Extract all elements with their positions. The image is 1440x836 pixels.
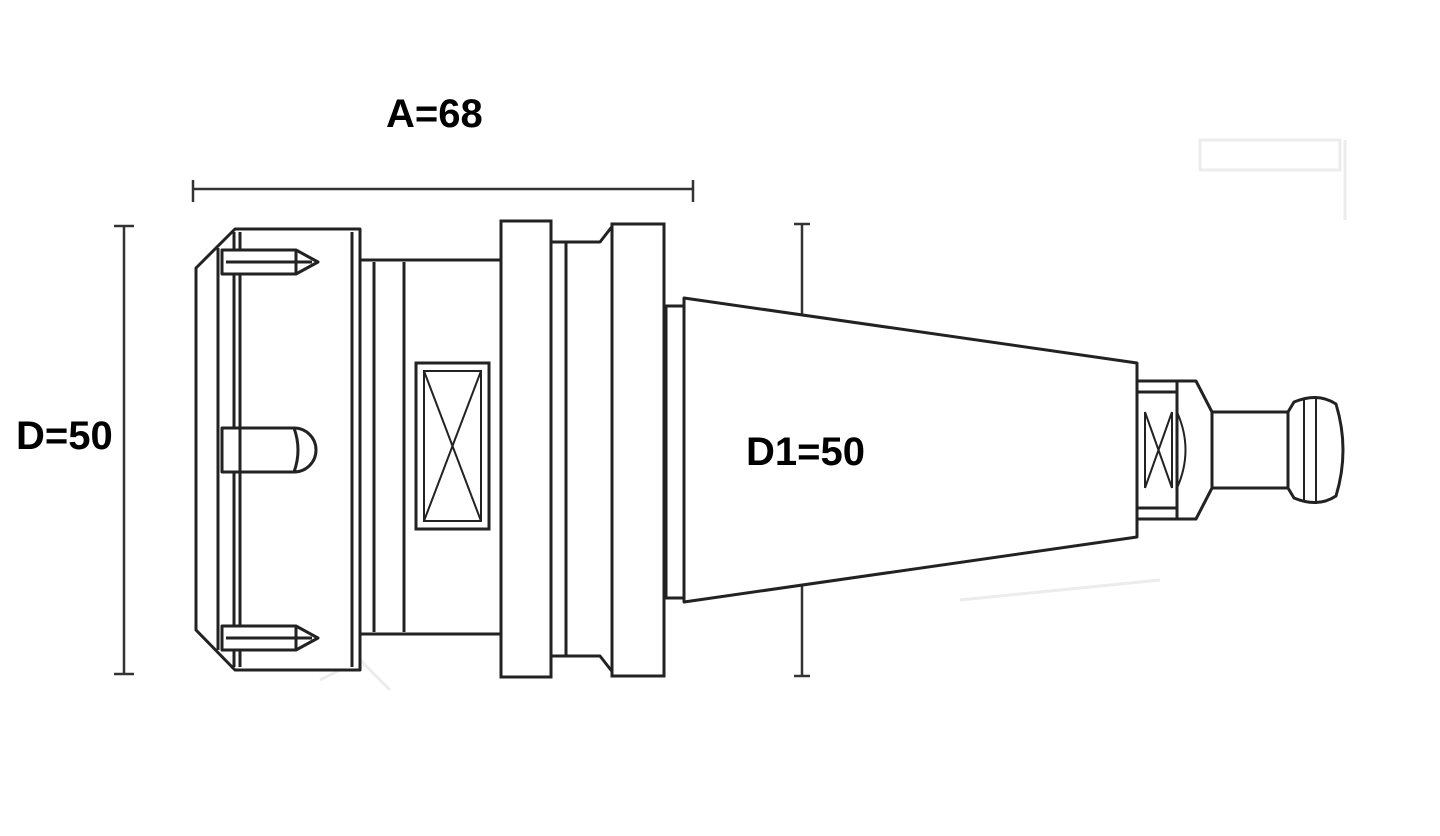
dimension-a-label: A=68 <box>386 92 483 136</box>
pull-stud-knob-icon <box>1135 379 1345 521</box>
crossed-rectangle-flats-icon <box>414 361 491 531</box>
taper-step <box>664 304 686 600</box>
collet-nut-slot-bottom <box>220 624 320 652</box>
flange-left <box>499 219 553 679</box>
collet-nut-slot-middle <box>220 426 318 474</box>
dimension-d1-label: D1=50 <box>746 430 865 474</box>
conical-taper-outline-icon <box>682 296 1139 604</box>
flange-right <box>610 222 666 678</box>
dimension-d-line <box>114 224 134 676</box>
dimension-d-label: D=50 <box>16 414 113 458</box>
flange-groove-center <box>548 222 616 676</box>
collet-nut-slot-top <box>220 248 320 276</box>
dimension-a-line <box>191 180 695 202</box>
